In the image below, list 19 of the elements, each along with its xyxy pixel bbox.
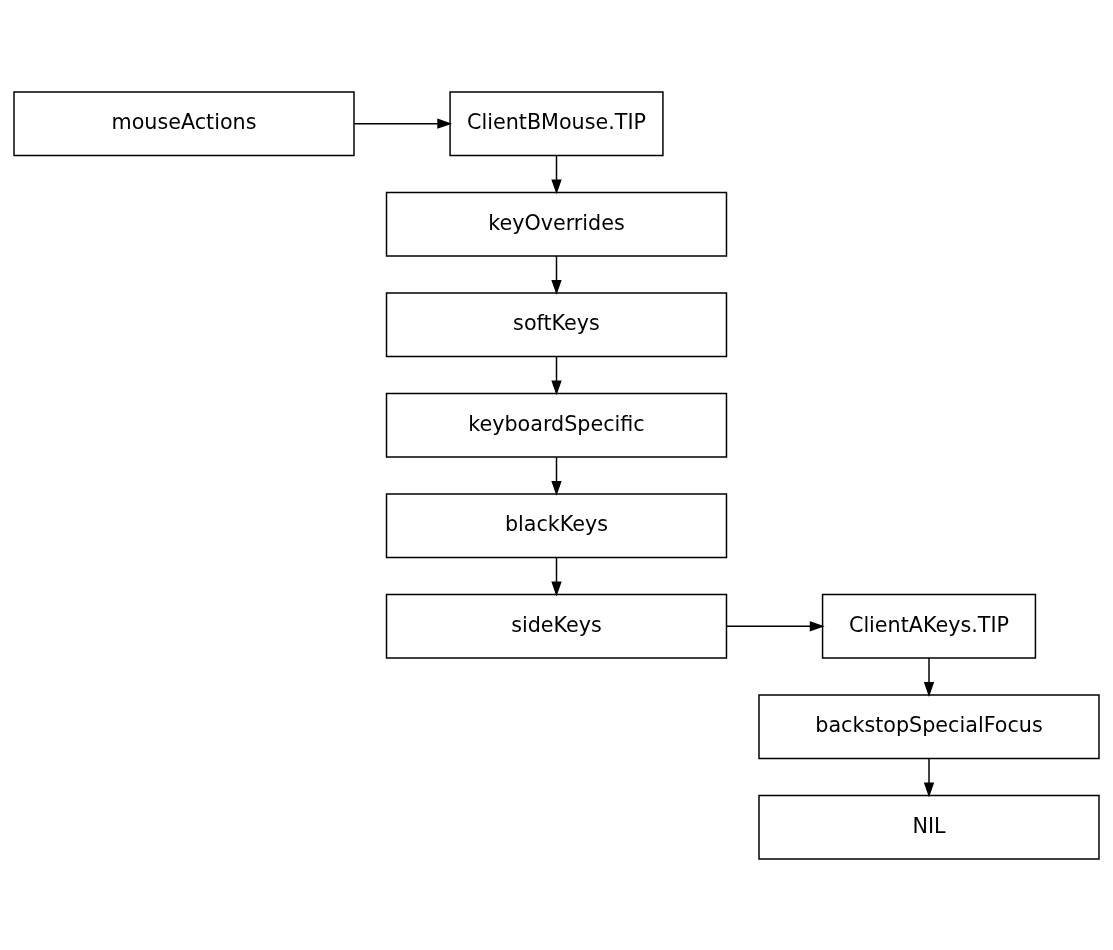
arrow: [923, 757, 935, 797]
node-box: backstopSpecialFocus: [758, 693, 1100, 759]
arrow: [551, 556, 562, 596]
node-box: sideKeys: [385, 593, 728, 659]
node-box: ClientAKeys.TIP: [821, 593, 1037, 659]
arrow: [551, 355, 562, 395]
node-box: keyOverrides: [385, 191, 728, 257]
arrow: [726, 620, 825, 631]
arrow: [551, 254, 562, 295]
node-box: keyboardSpecific: [385, 392, 728, 458]
node-box: softKeys: [385, 291, 728, 357]
node-box: mouseActions: [13, 90, 355, 156]
node-box: ClientBMouse.TIP: [449, 90, 664, 156]
node-box: NIL: [758, 794, 1100, 860]
arrow: [353, 118, 453, 129]
arrow: [923, 656, 935, 697]
arrow: [551, 154, 562, 194]
arrow: [551, 455, 562, 496]
node-box: blackKeys: [385, 492, 728, 558]
